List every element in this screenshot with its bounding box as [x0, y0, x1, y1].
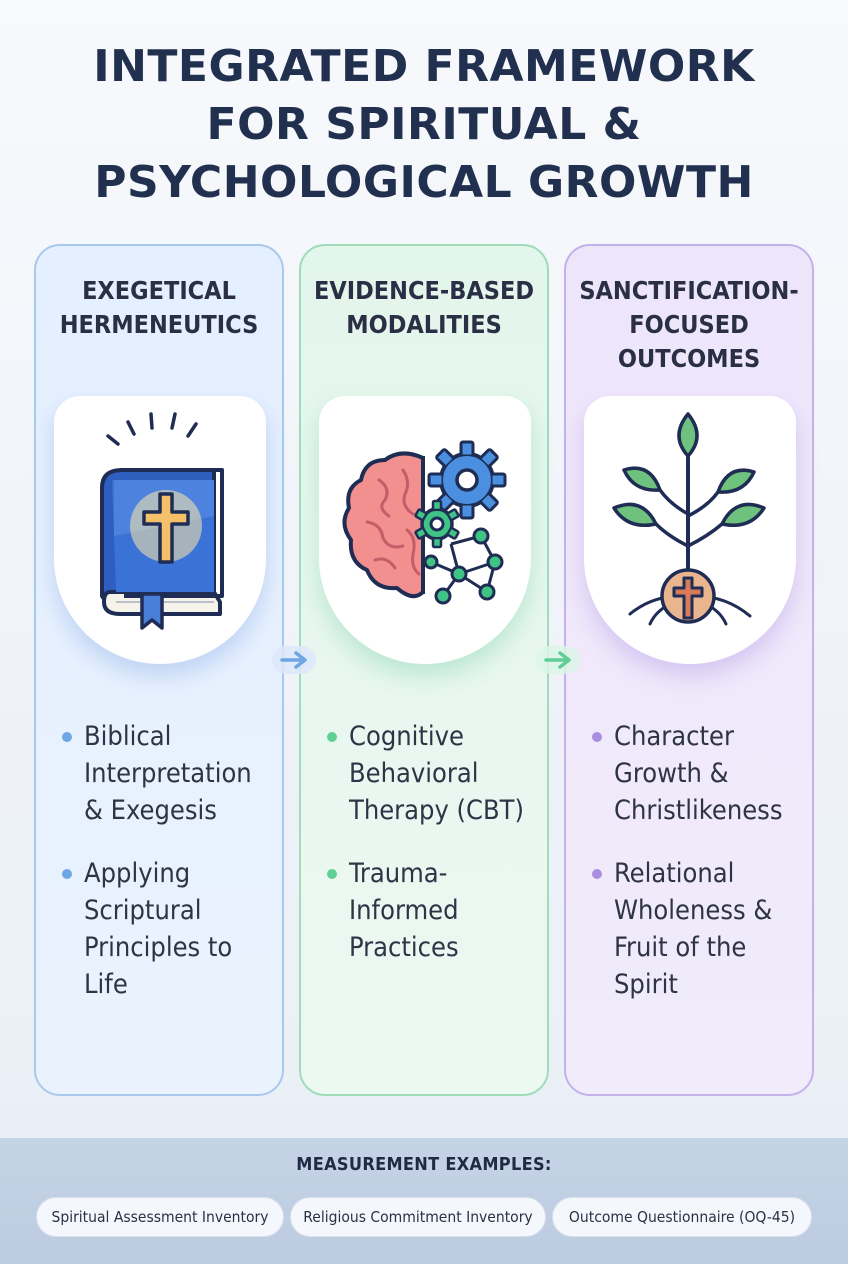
icon-card — [584, 396, 796, 664]
bullet-text: Applying Scriptural Principles to Life — [84, 858, 233, 1000]
footer-title: MEASUREMENT EXAMPLES: — [296, 1154, 552, 1175]
bullet-text: Character Growth & Christlikeness — [614, 721, 783, 826]
page-title: INTEGRATED FRAMEWORK FOR SPIRITUAL & PSY… — [0, 38, 848, 212]
title-line-1: INTEGRATED FRAMEWORK — [93, 41, 755, 92]
column-heading-line: SANCTIFICATION- — [579, 276, 799, 305]
icon-card — [319, 396, 531, 664]
bullet-text: Relational Wholeness & Fruit of the Spir… — [614, 858, 773, 1000]
bullet-list: Character Growth & Christlikeness Relati… — [590, 718, 812, 1029]
list-item: Relational Wholeness & Fruit of the Spir… — [590, 855, 812, 1003]
title-line-3: PSYCHOLOGICAL GROWTH — [94, 157, 754, 208]
bible-cross-icon — [100, 412, 224, 630]
title-line-2: FOR SPIRITUAL & — [206, 99, 642, 150]
icon-card — [54, 396, 266, 664]
bullet-list: Biblical Interpretation & Exegesis Apply… — [60, 718, 282, 1029]
list-item: Biblical Interpretation & Exegesis — [60, 718, 282, 829]
list-item: Applying Scriptural Principles to Life — [60, 855, 282, 1003]
measurement-chip: Religious Commitment Inventory — [290, 1197, 546, 1237]
column-heading: EVIDENCE-BASED MODALITIES — [301, 274, 547, 342]
bullet-dot-icon — [62, 732, 72, 742]
column-heading-line: FOCUSED — [629, 310, 749, 339]
bullet-list: Cognitive Behavioral Therapy (CBT) Traum… — [325, 718, 547, 992]
list-item: Trauma- Informed Practices — [325, 855, 547, 966]
bullet-dot-icon — [327, 869, 337, 879]
plant-cross-icon — [612, 412, 766, 626]
bullet-dot-icon — [62, 869, 72, 879]
column-sanctification-focused-outcomes: SANCTIFICATION- FOCUSED OUTCOMES — [564, 244, 814, 1096]
list-item: Cognitive Behavioral Therapy (CBT) — [325, 718, 547, 829]
bullet-dot-icon — [592, 732, 602, 742]
column-heading-line: EXEGETICAL — [82, 276, 236, 305]
column-heading-line: HERMENEUTICS — [59, 310, 259, 339]
measurement-chip: Spiritual Assessment Inventory — [36, 1197, 284, 1237]
column-heading-line: OUTCOMES — [617, 344, 761, 373]
brain-gears-icon — [342, 440, 507, 605]
column-heading-line: MODALITIES — [346, 310, 502, 339]
bullet-text: Biblical Interpretation & Exegesis — [84, 721, 252, 826]
bullet-text: Trauma- Informed Practices — [349, 858, 459, 963]
arrow-right-icon — [536, 646, 580, 674]
arrow-right-icon — [272, 646, 316, 674]
bullet-dot-icon — [327, 732, 337, 742]
measurement-chip: Outcome Questionnaire (OQ-45) — [552, 1197, 812, 1237]
column-heading: EXEGETICAL HERMENEUTICS — [36, 274, 282, 342]
bullet-text: Cognitive Behavioral Therapy (CBT) — [349, 721, 524, 826]
list-item: Character Growth & Christlikeness — [590, 718, 812, 829]
bullet-dot-icon — [592, 869, 602, 879]
column-evidence-based-modalities: EVIDENCE-BASED MODALITIES — [299, 244, 549, 1096]
column-exegetical-hermeneutics: EXEGETICAL HERMENEUTICS B — [34, 244, 284, 1096]
column-heading-line: EVIDENCE-BASED — [313, 276, 534, 305]
column-heading: SANCTIFICATION- FOCUSED OUTCOMES — [566, 274, 812, 376]
